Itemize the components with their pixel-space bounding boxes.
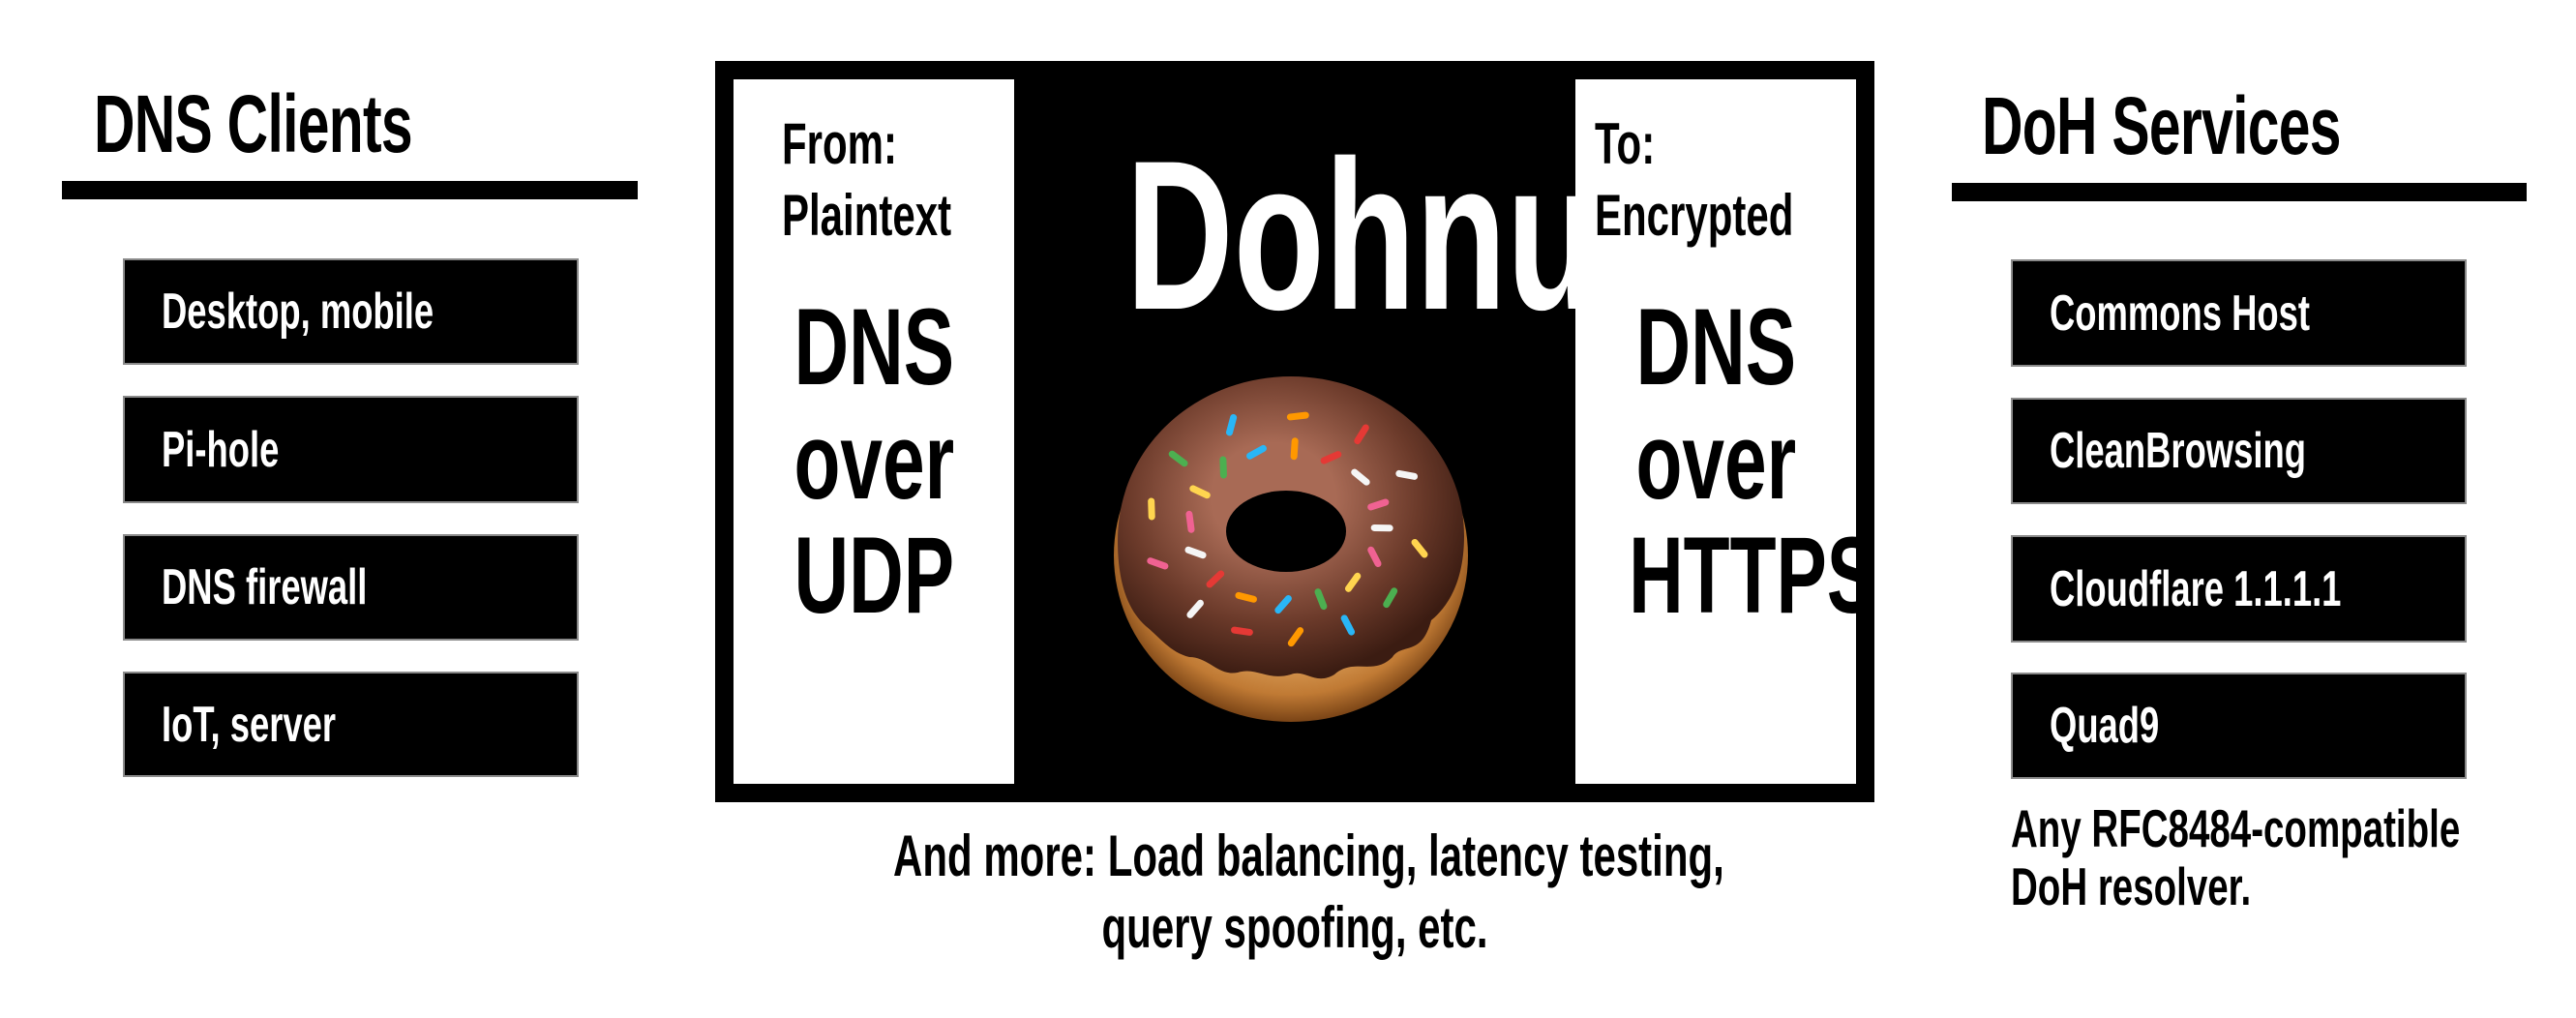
footer-line-1: And more: Load balancing, latency testin… (715, 821, 1874, 892)
sprinkle (1219, 456, 1227, 479)
sprinkle (1274, 595, 1292, 614)
from-label-text: From: (782, 111, 897, 176)
sprinkle (1148, 497, 1155, 521)
sprinkle (1383, 587, 1398, 609)
sprinkle (1367, 546, 1382, 568)
sprinkle (1184, 546, 1207, 559)
client-box-pi-hole: Pi-hole (123, 396, 579, 503)
note-text: DoH resolver. (2011, 856, 2252, 916)
from-protocol-line-1: DNS (734, 290, 1014, 404)
service-box-quad9: Quad9 (2011, 673, 2467, 779)
sprinkle (1206, 570, 1225, 588)
protocol-text: DNS (1635, 286, 1796, 407)
donut-hole (1226, 491, 1346, 572)
client-label: IoT, server (162, 696, 337, 753)
sprinkle (1246, 444, 1267, 460)
note-line-2: DoH resolver. (2011, 857, 2576, 915)
features-footer: And more: Load balancing, latency testin… (715, 821, 1874, 964)
clients-heading: DNS Clients (94, 83, 549, 165)
sprinkle (1286, 411, 1309, 421)
client-box-dns-firewall: DNS firewall (123, 534, 579, 641)
to-protocol-line-3: HTTPS (1575, 519, 1877, 633)
to-label-text: To: (1595, 111, 1656, 176)
note-line-1: Any RFC8484-compatible (2011, 799, 2576, 857)
dohnut-title-text: Dohnut (1125, 116, 1648, 354)
from-protocol-line-2: over (734, 404, 1014, 519)
sprinkle (1320, 451, 1342, 464)
footer-text: And more: Load balancing, latency testin… (893, 823, 1724, 888)
sprinkle (1351, 468, 1370, 486)
sprinkle (1354, 424, 1369, 445)
service-box-cleanbrowsing: CleanBrowsing (2011, 398, 2467, 504)
sprinkle (1225, 413, 1238, 436)
note-text: Any RFC8484-compatible (2011, 798, 2461, 858)
to-panel: To: Encrypted DNS over HTTPS (1575, 79, 1877, 784)
donut-icon (1114, 376, 1468, 722)
sprinkle (1340, 614, 1356, 636)
sprinkle (1314, 588, 1328, 611)
from-panel: From: Plaintext DNS over UDP (734, 79, 1014, 784)
to-label: To: (1595, 108, 1681, 180)
sprinkle (1344, 572, 1362, 592)
dohnut-title: Dohnut (1014, 129, 1647, 342)
service-label: Cloudflare 1.1.1.1 (2050, 560, 2342, 617)
client-box-desktop-mobile: Desktop, mobile (123, 258, 579, 365)
to-protocol-line-1: DNS (1575, 290, 1856, 404)
clients-divider (62, 181, 638, 199)
sprinkle (1186, 599, 1204, 618)
service-label: CleanBrowsing (2050, 423, 2306, 479)
protocol-text: DNS (794, 286, 954, 407)
sprinkle (1189, 485, 1211, 499)
sprinkle (1185, 510, 1195, 533)
service-box-cloudflare: Cloudflare 1.1.1.1 (2011, 535, 2467, 643)
to-protocol-line-2: over (1575, 404, 1856, 519)
sprinkle (1411, 538, 1428, 558)
sprinkle (1147, 557, 1169, 570)
services-divider (1952, 183, 2527, 201)
protocol-text: UDP (794, 515, 954, 636)
sprinkle (1367, 498, 1390, 511)
donut-sprinkles (1147, 411, 1428, 647)
footer-line-2: query spoofing, etc. (715, 892, 1874, 964)
from-kind-text: Plaintext (782, 183, 952, 248)
dohnut-panel: From: Plaintext DNS over UDP Dohnut To: … (715, 61, 1877, 802)
services-heading-text: DoH Services (1982, 80, 2341, 171)
sprinkle (1395, 469, 1419, 480)
from-kind: Plaintext (782, 180, 1024, 252)
from-label: From: (782, 108, 946, 180)
sprinkle (1168, 450, 1188, 467)
services-note: Any RFC8484-compatible DoH resolver. (2011, 799, 2576, 915)
clients-heading-text: DNS Clients (94, 78, 413, 169)
sprinkle (1235, 591, 1257, 603)
sprinkle (1231, 626, 1253, 636)
client-label: Desktop, mobile (162, 284, 434, 340)
protocol-text: over (1635, 401, 1796, 522)
client-label: DNS firewall (162, 559, 368, 615)
service-label: Quad9 (2050, 698, 2160, 754)
client-label: Pi-hole (162, 421, 280, 478)
services-heading: DoH Services (1982, 85, 2495, 166)
service-box-commons-host: Commons Host (2011, 259, 2467, 367)
client-box-iot-server: IoT, server (123, 672, 579, 777)
service-label: Commons Host (2050, 284, 2310, 342)
protocol-text: HTTPS (1629, 515, 1878, 636)
from-protocol-line-3: UDP (734, 519, 1014, 633)
sprinkle (1290, 437, 1299, 461)
sprinkle (1287, 627, 1304, 647)
footer-text: query spoofing, etc. (1101, 895, 1488, 960)
protocol-text: over (794, 401, 954, 522)
to-kind-text: Encrypted (1595, 183, 1794, 248)
to-kind: Encrypted (1595, 180, 1878, 252)
